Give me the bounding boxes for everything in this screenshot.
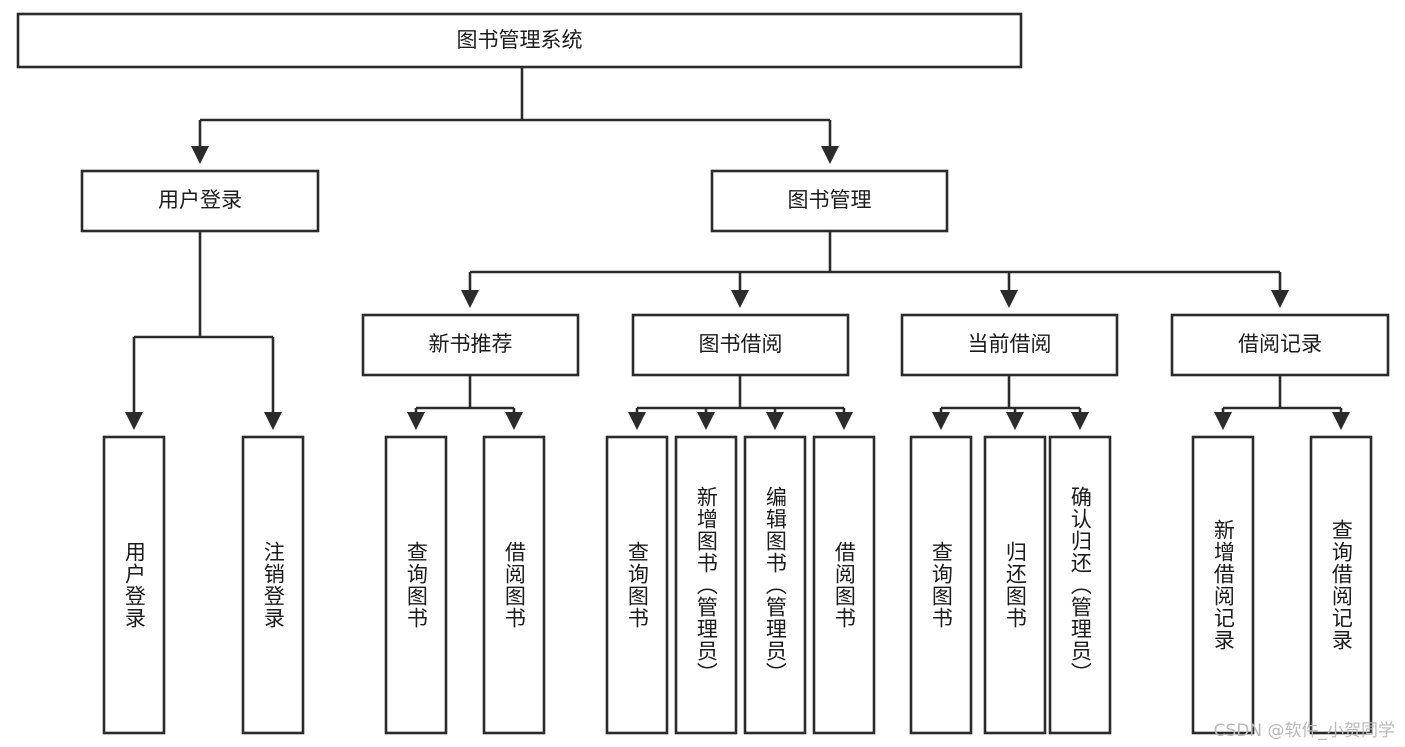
- leaf-box-user-login-1[interactable]: [241, 435, 305, 735]
- node-box-current-borrow[interactable]: [900, 313, 1119, 377]
- leaf-box-borrow-record-1[interactable]: [1309, 435, 1373, 735]
- leaf-box-book-borrow-2[interactable]: [743, 435, 807, 735]
- node-box-user-login[interactable]: [80, 169, 320, 233]
- node-box-book-management[interactable]: [710, 169, 949, 233]
- watermark-text: CSDN @软件_小贺同学: [1213, 721, 1395, 741]
- connector-book-management-to-level3: [460, 231, 1290, 309]
- leaf-box-new-book-1[interactable]: [482, 435, 546, 735]
- leaf-box-new-book-0[interactable]: [384, 435, 448, 735]
- leaf-box-current-borrow-2[interactable]: [1048, 435, 1112, 735]
- leaf-box-book-borrow-0[interactable]: [605, 435, 669, 735]
- connector-borrow-record-to-leaves: [1213, 375, 1351, 431]
- node-box-new-book-recommend[interactable]: [361, 313, 580, 377]
- connector-new-book-to-leaves: [406, 375, 524, 431]
- node-box-root[interactable]: [16, 12, 1023, 69]
- node-box-book-borrow[interactable]: [631, 313, 850, 377]
- connector-user-login-to-leaves: [124, 231, 283, 431]
- node-box-borrow-record[interactable]: [1170, 313, 1390, 377]
- leaf-box-book-borrow-3[interactable]: [812, 435, 876, 735]
- leaf-box-book-borrow-1[interactable]: [674, 435, 738, 735]
- connector-book-borrow-to-leaves: [627, 375, 854, 431]
- leaf-box-current-borrow-0[interactable]: [909, 435, 973, 735]
- connector-root-to-level2: [190, 67, 840, 165]
- leaf-box-user-login-0[interactable]: [102, 435, 166, 735]
- connector-current-borrow-to-leaves: [931, 375, 1090, 431]
- leaf-box-current-borrow-1[interactable]: [983, 435, 1047, 735]
- leaf-box-borrow-record-0[interactable]: [1191, 435, 1255, 735]
